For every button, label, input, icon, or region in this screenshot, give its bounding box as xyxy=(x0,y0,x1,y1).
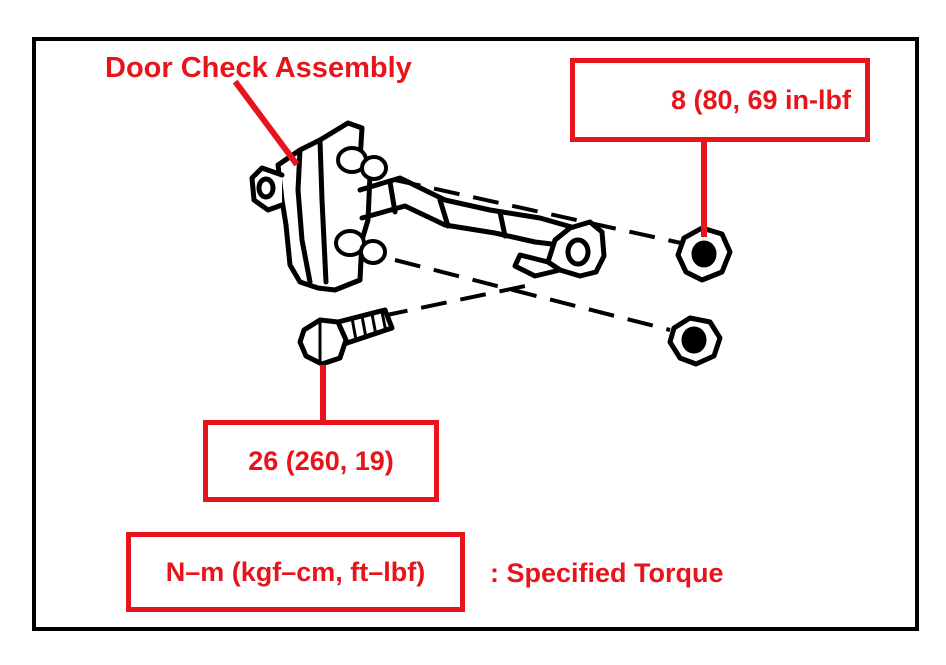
nuts xyxy=(667,225,733,367)
legend-description: : Specified Torque xyxy=(490,558,724,588)
units-legend-text: N–m (kgf–cm, ft–lbf) xyxy=(165,556,426,587)
check-arm xyxy=(357,175,607,279)
nut-torque-callout: 8 (80, 69 in-lbf xyxy=(570,58,870,142)
units-legend-box: N–m (kgf–cm, ft–lbf) xyxy=(126,532,465,612)
nut-torque-value: 8 (80, 69 in-lbf xyxy=(670,84,851,115)
leader-lines xyxy=(232,79,707,423)
alignment-lines xyxy=(381,178,691,332)
bolt xyxy=(297,307,395,367)
body-bolts xyxy=(334,146,388,265)
assembly-title: Door Check Assembly xyxy=(105,52,412,84)
bolt-torque-value: 26 (260, 19) xyxy=(248,445,394,476)
bolt-torque-callout: 26 (260, 19) xyxy=(203,420,439,502)
